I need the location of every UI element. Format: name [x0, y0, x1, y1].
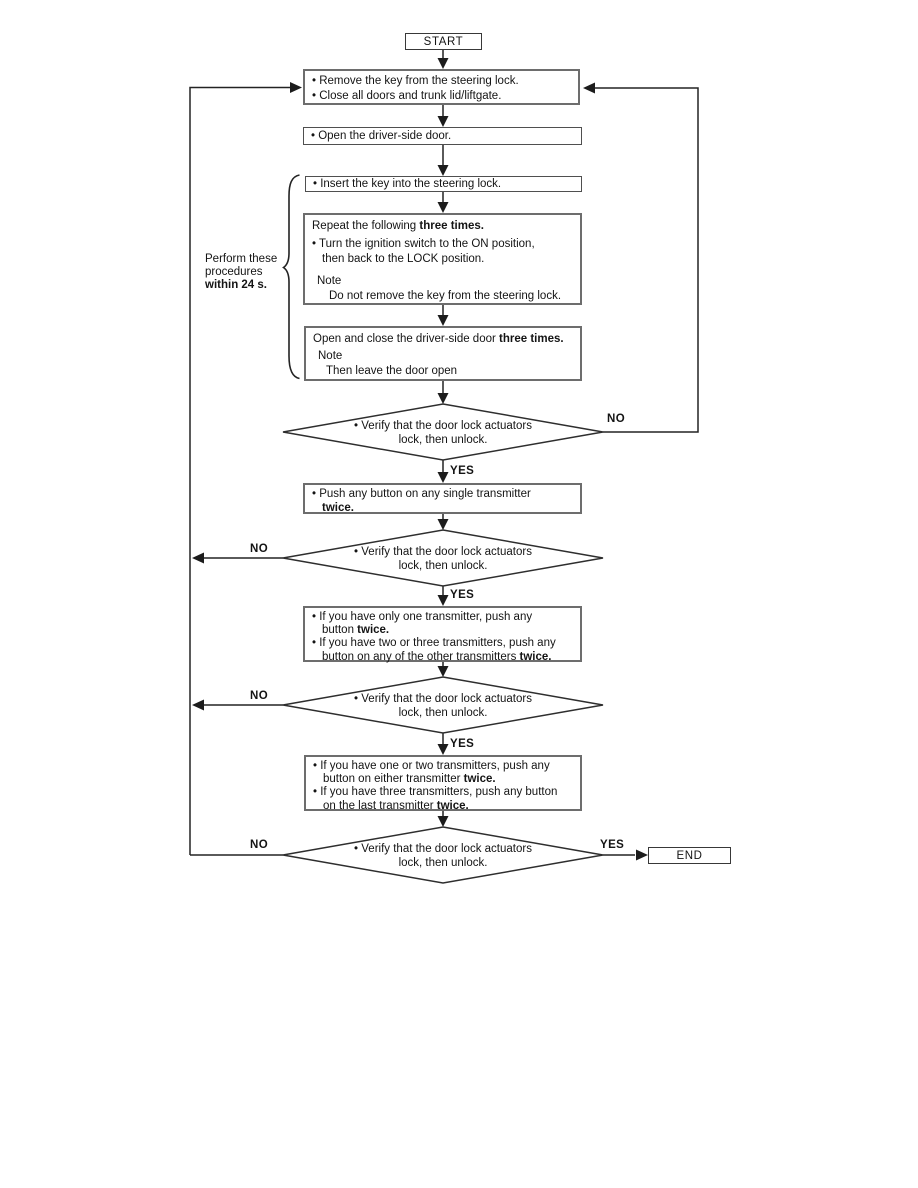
label-yes-1: YES — [450, 465, 475, 477]
process-box-open-door: • Open the driver-side door. — [303, 127, 582, 145]
label-no-3: NO — [250, 690, 269, 702]
label-no-2: NO — [250, 543, 269, 555]
note-label: Note — [317, 275, 342, 287]
label-no-1: NO — [607, 413, 626, 425]
label-yes-4: YES — [600, 839, 625, 851]
step-text: button twice. — [322, 624, 390, 637]
decision-text-4: • Verify that the door lock actuators lo… — [354, 843, 532, 869]
process-box-remove-key: • Remove the key from the steering lock.… — [303, 69, 580, 105]
decision-diamond-2 — [282, 529, 604, 587]
label-yes-2: YES — [450, 589, 475, 601]
step-text: twice. — [322, 502, 354, 514]
process-box-push-button: • Push any button on any single transmit… — [303, 483, 582, 514]
start-terminal: START — [405, 33, 482, 50]
step-text: • Remove the key from the steering lock. — [312, 75, 519, 87]
decision-text-1: • Verify that the door lock actuators lo… — [354, 420, 532, 446]
arrowheads — [192, 58, 648, 861]
connector-no-loop-right — [595, 87, 699, 433]
step-text: • Push any button on any single transmit… — [312, 488, 531, 500]
step-text: on the last transmitter twice. — [323, 799, 469, 812]
step-text: button on any of the other transmitters … — [322, 650, 552, 663]
process-box-last-transmitter: • If you have one or two transmitters, p… — [304, 755, 582, 812]
step-text: Repeat the following three times. — [312, 220, 484, 232]
note-label: Note — [318, 350, 343, 362]
step-text: • Insert the key into the steering lock. — [313, 178, 502, 190]
decision-diamond-4 — [282, 826, 604, 884]
step-text: • Turn the ignition switch to the ON pos… — [312, 238, 535, 250]
step-text: Open and close the driver-side door thre… — [313, 333, 564, 345]
note-text: Do not remove the key from the steering … — [329, 290, 562, 302]
grouping-brace — [282, 174, 300, 380]
step-text: • If you have only one transmitter, push… — [312, 611, 533, 623]
connector-no-spine-left — [189, 86, 290, 855]
end-terminal: END — [648, 847, 731, 864]
start-label: START — [423, 35, 464, 48]
process-box-second-transmitter: • If you have only one transmitter, push… — [303, 606, 582, 663]
process-box-repeat-ignition: Repeat the following three times. • Turn… — [303, 213, 582, 305]
step-text: • If you have one or two transmitters, p… — [313, 760, 550, 772]
side-note: Perform these procedures within 24 s. — [205, 253, 277, 293]
process-box-insert-key: • Insert the key into the steering lock. — [305, 176, 582, 192]
end-label: END — [676, 849, 703, 862]
side-note-line: procedures — [205, 266, 263, 279]
note-text: Then leave the door open — [326, 365, 458, 377]
side-note-line: within 24 s. — [205, 279, 267, 292]
step-text: then back to the LOCK position. — [322, 253, 485, 265]
step-text: • Close all doors and trunk lid/liftgate… — [312, 90, 502, 102]
side-note-line: Perform these — [205, 253, 278, 265]
step-text: • If you have three transmitters, push a… — [313, 786, 558, 799]
process-box-open-close-door: Open and close the driver-side door thre… — [304, 326, 582, 381]
decision-diamond-3 — [282, 676, 604, 734]
label-no-4: NO — [250, 839, 269, 851]
step-text: button on either transmitter twice. — [323, 773, 496, 786]
step-text: • If you have two or three transmitters,… — [312, 637, 556, 650]
decision-text-3: • Verify that the door lock actuators lo… — [354, 693, 532, 719]
step-text: • Open the driver-side door. — [311, 130, 452, 142]
label-yes-3: YES — [450, 738, 475, 750]
decision-text-2: • Verify that the door lock actuators lo… — [354, 546, 532, 572]
decision-diamond-1 — [282, 403, 604, 461]
